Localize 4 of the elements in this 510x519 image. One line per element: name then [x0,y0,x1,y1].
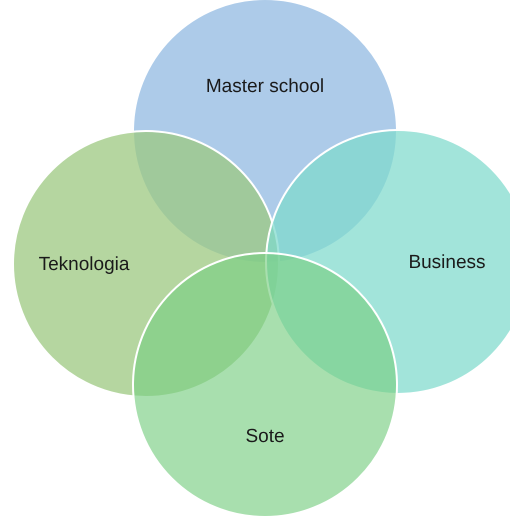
circle-label: Master school [206,75,324,99]
circle-label: Teknologia [38,253,130,277]
circle-label: Sote [245,425,285,449]
circle-label: Business [408,251,486,275]
